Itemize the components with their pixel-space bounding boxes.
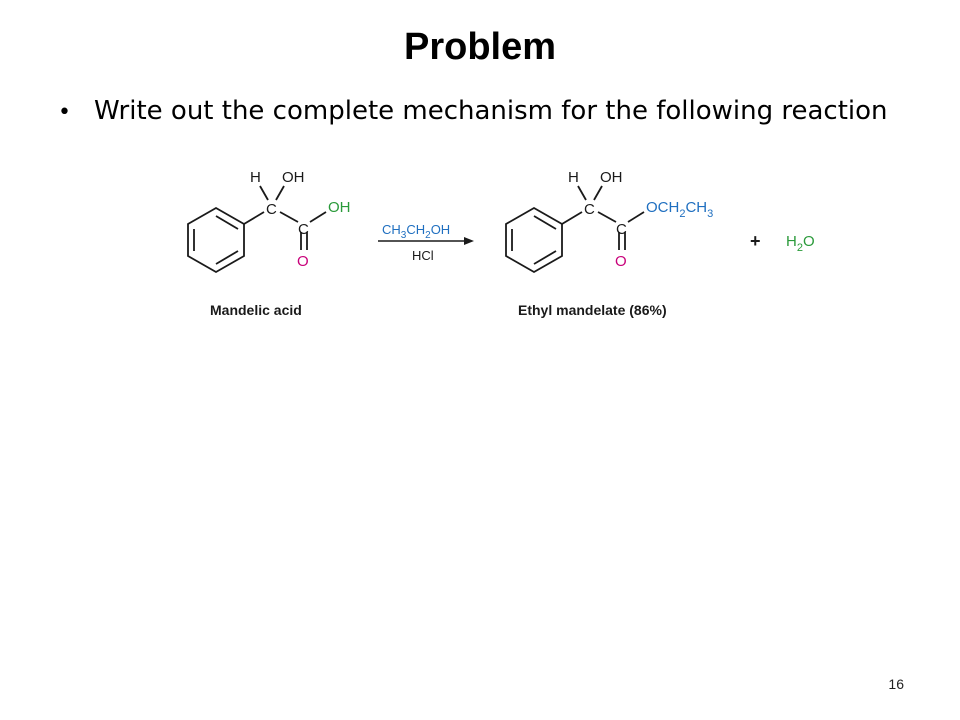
reagent-below-arrow: HCl	[412, 248, 434, 263]
bond	[561, 211, 583, 225]
atom-label: O	[615, 253, 627, 270]
formula-part: CH	[406, 222, 425, 237]
formula-subscript: 2	[797, 242, 803, 254]
reagent-above-arrow: CH3CH2OH	[382, 222, 450, 241]
aromatic-bond	[533, 250, 557, 265]
atom-label: OH	[328, 199, 351, 216]
atom-label: C	[616, 221, 627, 238]
bond	[597, 211, 617, 223]
reactant-structure	[187, 185, 327, 274]
product-structure	[505, 185, 645, 274]
aromatic-bond	[533, 215, 557, 230]
formula-part: H	[786, 233, 797, 250]
ester-group-label: OCH2CH3	[646, 199, 713, 220]
reaction-scheme: H OH C C OH O Mandelic acid CH3CH2OH HCl	[187, 169, 815, 318]
bond	[279, 211, 299, 223]
formula-subscript: 3	[401, 230, 407, 241]
atom-label: OH	[282, 169, 305, 186]
slide-title: Problem	[403, 26, 557, 68]
formula-subscript: 3	[707, 208, 713, 220]
bond	[577, 185, 587, 201]
formula-part: CH	[685, 199, 707, 216]
product-name: Ethyl mandelate (86%)	[518, 302, 667, 318]
benzene-ring-product	[505, 206, 563, 274]
page-number: 16	[888, 676, 904, 692]
atom-label: H	[250, 169, 261, 186]
bond	[309, 211, 327, 223]
bond	[259, 185, 269, 201]
bullet-text: Write out the complete mechanism for the…	[94, 96, 888, 126]
water-formula: H2O	[786, 233, 815, 254]
formula-subscript: 2	[425, 230, 431, 241]
bullet-item: • Write out the complete mechanism for th…	[58, 96, 888, 126]
bond	[627, 211, 645, 223]
atom-label: C	[584, 201, 595, 218]
reaction-arrow	[378, 237, 474, 245]
formula-part: OCH	[646, 199, 679, 216]
benzene-ring-reactant	[187, 206, 245, 274]
reactant-name: Mandelic acid	[210, 302, 302, 318]
atom-label: OH	[600, 169, 623, 186]
atom-label: O	[297, 253, 309, 270]
bond	[593, 185, 603, 201]
formula-part: CH	[382, 222, 401, 237]
formula-part: O	[803, 233, 815, 250]
aromatic-bond	[215, 215, 239, 230]
bullet-dot-icon: •	[58, 100, 71, 125]
plus-sign: +	[750, 231, 761, 251]
formula-part: OH	[431, 222, 451, 237]
reactant-labels: H OH C C OH O	[250, 169, 351, 270]
atom-label: C	[266, 201, 277, 218]
formula-subscript: 2	[679, 208, 685, 220]
arrow-head-icon	[464, 237, 474, 245]
aromatic-bond	[215, 250, 239, 265]
product-labels: H OH C C OCH2CH3 O	[568, 169, 713, 270]
bond	[243, 211, 265, 225]
bond	[275, 185, 285, 201]
atom-label: H	[568, 169, 579, 186]
atom-label: C	[298, 221, 309, 238]
